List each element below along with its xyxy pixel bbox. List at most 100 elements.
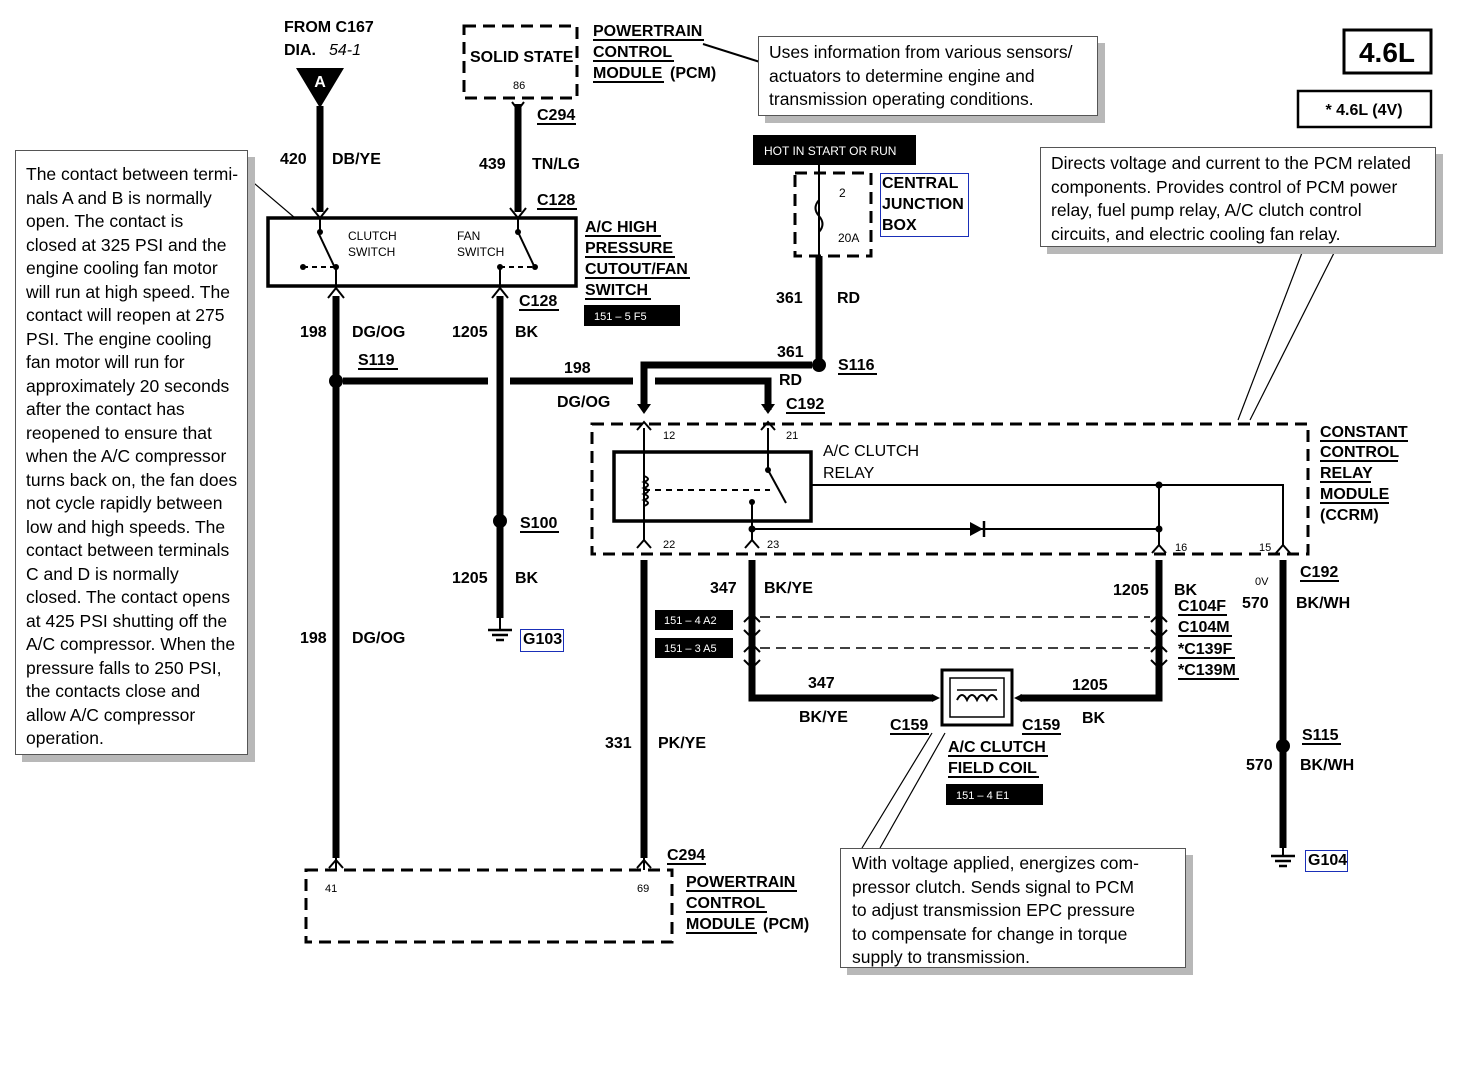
wire-439-circuit: 439 (479, 156, 506, 173)
connector-c104m: C104M (1178, 619, 1230, 636)
wire-420-color: DB/YE (332, 151, 381, 168)
switch-title-4: SWITCH (585, 282, 648, 299)
pcm-bottom-title-1: POWERTRAIN (686, 874, 795, 891)
wire-1205-lower-circuit: 1205 (452, 570, 488, 587)
wire-361-color: RD (837, 290, 860, 307)
splice-s100[interactable] (493, 514, 507, 528)
connector-c294-top: C294 (537, 107, 575, 124)
solid-state-label: SOLID STATE (470, 49, 574, 66)
engine-variant-text: * 4.6L (4V) (1325, 102, 1402, 119)
wire-347[interactable] (748, 560, 932, 702)
ref-tag-2[interactable] (655, 638, 733, 658)
wire-570-lower-circuit: 570 (1246, 757, 1273, 774)
ref-tag-1[interactable] (655, 610, 733, 630)
connector-c139f: *C139F (1178, 641, 1232, 658)
wire-198-circuit: 198 (300, 324, 327, 341)
ccrm-pin-15: 15 (1259, 542, 1271, 554)
pcm-top-suffix: (PCM) (670, 65, 716, 82)
splice-s100-label: S100 (520, 515, 557, 532)
coil-note: With voltage applied, energizes com- pre… (840, 848, 1186, 968)
switch-ref-tag[interactable] (584, 305, 680, 326)
splice-s116[interactable] (812, 358, 826, 372)
connector-c128-top: C128 (537, 192, 575, 209)
ac-high-pressure-switch[interactable] (266, 207, 578, 299)
ground-g103-icon (488, 618, 512, 642)
pcm-top-title-3: MODULE (593, 65, 663, 82)
ccrm-title-5: (CCRM) (1320, 507, 1379, 524)
wire-1205-coil-lower-circuit: 1205 (1072, 677, 1108, 694)
wire-347-lower-circuit: 347 (808, 675, 835, 692)
switch-title-1: A/C HIGH (585, 219, 657, 236)
pcm-bottom-suffix: (PCM) (763, 916, 809, 933)
pcm-pin-41: 41 (325, 883, 337, 895)
connector-c159-right: C159 (1022, 717, 1060, 734)
engine-badge (1342, 28, 1433, 75)
connector-a-letter: A (314, 74, 326, 91)
wire-1205-color: BK (515, 324, 539, 341)
wire-361-circuit: 361 (776, 290, 803, 307)
wire-347-color: BK/YE (764, 580, 813, 597)
pcm-note: Uses information from various sensors/ a… (758, 36, 1098, 116)
field-coil-title-2: FIELD COIL (948, 760, 1037, 777)
pcm-bottom-title-2: CONTROL (686, 895, 765, 912)
field-coil[interactable] (932, 668, 1022, 727)
ccrm-box[interactable] (590, 422, 1310, 556)
ccrm-pin-21: 21 (786, 430, 798, 442)
ccrm-pin-12: 12 (663, 430, 675, 442)
splice-s119-label: S119 (358, 352, 395, 369)
ac-clutch-relay[interactable] (612, 420, 813, 540)
ground-g104-label[interactable]: G104 (1308, 852, 1347, 869)
connector-c192-bottom: C192 (1300, 564, 1338, 581)
pcm-bottom-box[interactable] (304, 868, 674, 944)
cjb-box[interactable] (793, 171, 873, 258)
diagram-ref-label: DIA. (284, 42, 316, 59)
cjb-title-3: BOX (882, 217, 917, 234)
wire-198-branch-color: DG/OG (557, 394, 610, 411)
wire-198-lower-circuit: 198 (300, 630, 327, 647)
switch-note: The contact between termi-nals A and B i… (15, 150, 248, 755)
pcm-top-box[interactable] (462, 24, 579, 100)
ground-g103-label[interactable]: G103 (523, 631, 562, 648)
cjb-fuse-pin: 2 (839, 186, 846, 200)
connector-c128-bottom: C128 (519, 293, 557, 310)
connector-c159-left: C159 (890, 717, 928, 734)
wire-361-branch-color: RD (779, 372, 802, 389)
voltage-note: 0V (1255, 576, 1269, 588)
wire-1205-coil[interactable] (1020, 560, 1163, 702)
switch-title-2: PRESSURE (585, 240, 673, 257)
pcm-pin-69: 69 (637, 883, 649, 895)
clutch-switch-label-1: CLUTCH (348, 229, 397, 243)
field-coil-title-1: A/C CLUTCH (948, 739, 1046, 756)
fan-switch-label-2: SWITCH (457, 245, 504, 259)
ccrm-note: Directs voltage and current to the PCM r… (1040, 147, 1436, 247)
wire-361-branch-circuit: 361 (777, 344, 804, 361)
wire-361-branch[interactable] (640, 361, 812, 408)
ccrm-pin-16: 16 (1175, 542, 1187, 554)
wire-1205-coil-circuit: 1205 (1113, 582, 1149, 599)
cjb-title-1: CENTRAL (882, 175, 959, 192)
ref-tag-1-text: 151 – 4 A2 (664, 615, 717, 627)
relay-label-1: A/C CLUTCH (823, 443, 919, 460)
switch-title-3: CUTOUT/FAN (585, 261, 688, 278)
wire-1205-coil-color: BK (1174, 582, 1198, 599)
engine-badge-text: 4.6L (1359, 37, 1415, 68)
splice-s115[interactable] (1276, 739, 1290, 753)
ccrm-pin-23: 23 (767, 539, 779, 551)
wire-347-circuit: 347 (710, 580, 737, 597)
pcm-top-title-1: POWERTRAIN (593, 23, 702, 40)
pcm-pin-86: 86 (513, 80, 525, 92)
ground-g104-icon (1271, 846, 1295, 868)
connector-a[interactable]: A (296, 68, 344, 108)
ccrm-title-1: CONSTANT (1320, 424, 1408, 441)
field-coil-ref-tag[interactable] (946, 784, 1043, 805)
inline-connectors[interactable] (743, 612, 1168, 670)
wire-198-to-relay[interactable] (655, 377, 772, 410)
wire-1205-coil-lower-color: BK (1082, 710, 1106, 727)
splice-s119[interactable] (329, 374, 343, 388)
switch-ref-text: 151 – 5 F5 (594, 311, 647, 323)
relay-label-2: RELAY (823, 465, 875, 482)
wire-198-color: DG/OG (352, 324, 405, 341)
ccrm-title-2: CONTROL (1320, 444, 1399, 461)
connector-c139m: *C139M (1178, 662, 1236, 679)
g104-highlight (1305, 850, 1348, 872)
